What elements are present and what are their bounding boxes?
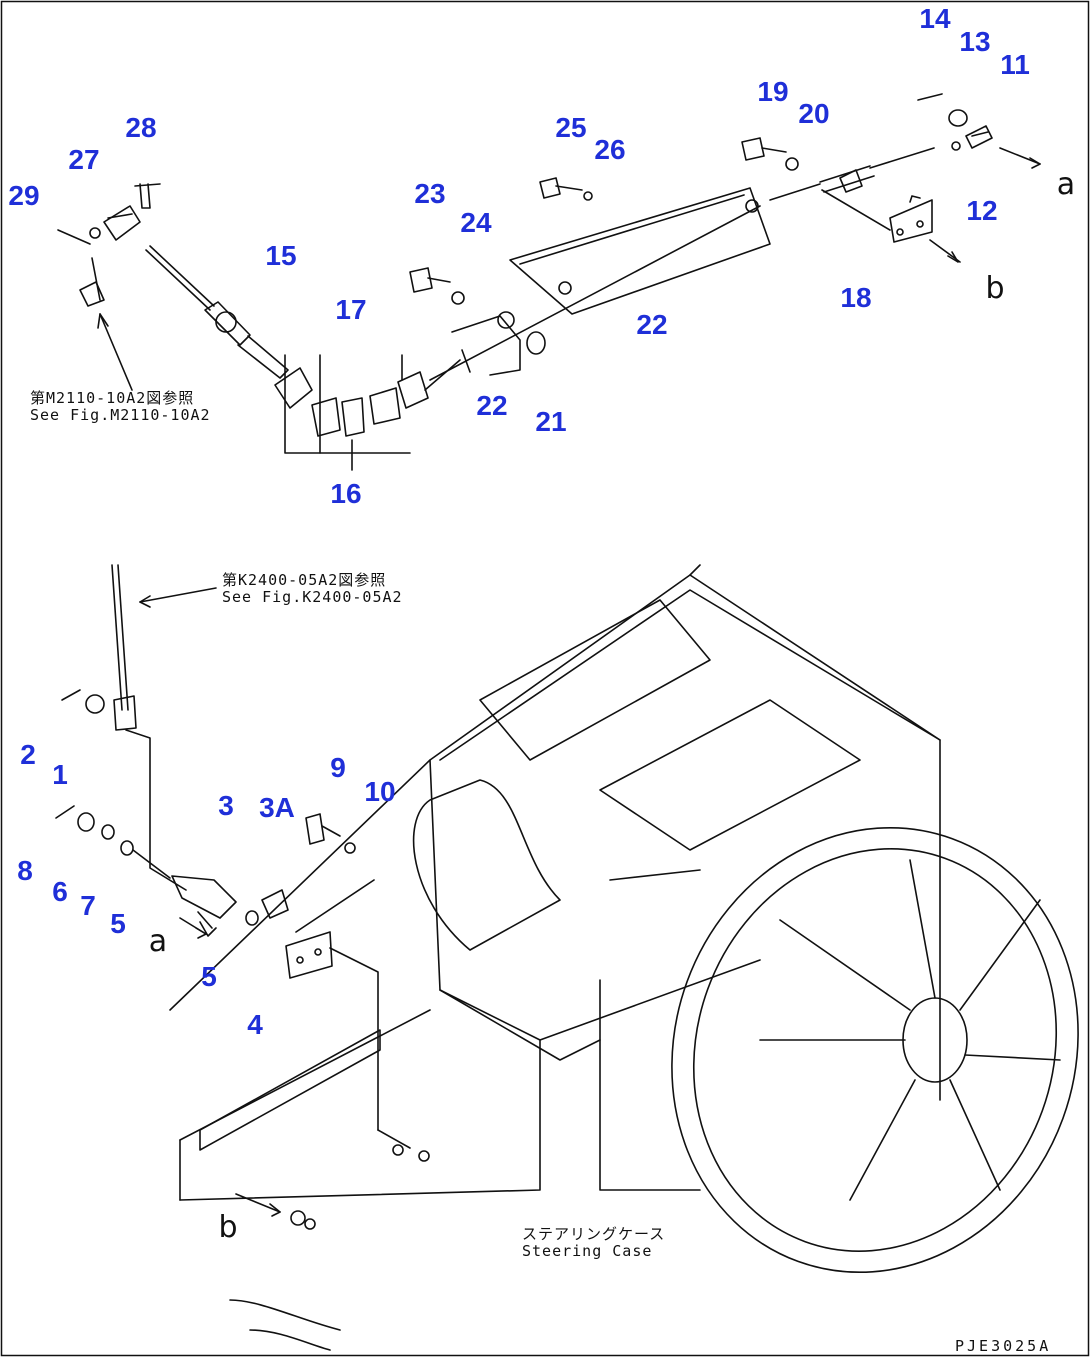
part-28-pin [134, 183, 161, 209]
part-25-bolt [539, 177, 583, 199]
callout-27: 27 [68, 144, 100, 175]
part-rod-upper [111, 564, 217, 891]
part-29-pin [57, 227, 101, 245]
part-13-nut [948, 109, 968, 127]
callout-6: 6 [52, 876, 68, 907]
part-15-cable-end [145, 245, 289, 379]
callout-11: 11 [1000, 49, 1030, 80]
part-19-bolt [741, 137, 787, 161]
callout-5-left: 5 [110, 908, 126, 939]
mid-reference-note: 第K2400-05A2図参照 See Fig.K2400-05A2 [222, 571, 403, 607]
part-14-pin [917, 93, 943, 101]
callout-5-right: 5 [201, 961, 217, 992]
callout-2: 2 [20, 739, 36, 770]
callout-29: 29 [8, 180, 40, 211]
top-reference-note: 第M2110-10A2図参照 See Fig.M2110-10A2 [30, 389, 211, 425]
part-15-cable-fitting [819, 147, 935, 193]
callout-23: 23 [414, 178, 446, 209]
part-18-bracket [821, 189, 961, 263]
part-1-nut [85, 694, 105, 714]
part-5-bushing-right [245, 910, 259, 926]
part-24-washer [451, 291, 465, 305]
callout-28: 28 [125, 112, 157, 143]
part-20-washer [785, 157, 799, 171]
part-15-cable-run [429, 183, 821, 381]
callout-16: 16 [330, 478, 362, 509]
mid-reference-jp: 第K2400-05A2図参照 [222, 571, 387, 589]
top-reference-en: See Fig.M2110-10A2 [30, 406, 211, 425]
part-3-lever [171, 875, 237, 939]
callout-20: 20 [798, 98, 830, 129]
steering-case-jp: ステアリングケース [522, 1225, 666, 1243]
callout-22-upper: 22 [636, 309, 668, 340]
part-12-washer [951, 141, 961, 151]
marker-b-bottom: b [218, 1210, 238, 1245]
part-23-bolt [409, 267, 451, 293]
ref-leader-top [97, 313, 133, 391]
callout-3: 3 [218, 790, 234, 821]
part-9-bolt [305, 813, 341, 845]
callout-3a: 3A [259, 792, 295, 823]
callout-4: 4 [247, 1009, 263, 1040]
mid-reference-en: See Fig.K2400-05A2 [222, 588, 403, 607]
part-8-pin [55, 805, 75, 819]
callout-15: 15 [265, 240, 297, 271]
callout-7: 7 [80, 890, 96, 921]
part-21-bushing [526, 331, 546, 355]
part-27-yoke [79, 205, 141, 307]
part-6-nut [77, 812, 95, 832]
callout-21: 21 [535, 406, 567, 437]
steering-case-flange [671, 826, 1079, 1274]
callout-22-lower: 22 [476, 390, 508, 421]
part-11-clevis [965, 125, 1041, 169]
callout-24: 24 [460, 207, 492, 238]
steering-case-label: ステアリングケース Steering Case [522, 1225, 666, 1261]
top-reference-jp: 第M2110-10A2図参照 [30, 389, 195, 407]
steering-case [169, 564, 941, 1351]
part-22-bracket-lower [451, 311, 521, 376]
part-b-fitting [235, 1193, 316, 1230]
marker-a-top: a [1056, 167, 1076, 202]
callout-25: 25 [555, 112, 587, 143]
part-3a-ball-joint [261, 889, 289, 919]
callout-8: 8 [17, 855, 33, 886]
callout-17: 17 [335, 294, 367, 325]
part-2-pin [61, 689, 81, 701]
marker-b-top: b [985, 271, 1005, 306]
callout-9: 9 [330, 752, 346, 783]
part-22-cover-plate [509, 187, 771, 315]
callout-13: 13 [959, 26, 991, 57]
callout-18: 18 [840, 282, 872, 313]
marker-a-bottom: a [148, 924, 168, 959]
callout-1: 1 [52, 759, 68, 790]
part-7-washer [101, 824, 115, 840]
part-10-washer [344, 842, 356, 854]
part-4-bracket [285, 879, 430, 1162]
callout-10: 10 [364, 776, 396, 807]
part-5-bushing-left [120, 840, 171, 879]
steering-case-en: Steering Case [522, 1242, 653, 1261]
callout-19: 19 [757, 76, 789, 107]
part-26-washer [583, 191, 593, 201]
callout-26: 26 [594, 134, 626, 165]
part-16-clamp-set [274, 354, 461, 471]
figure-code: PJE3025A [955, 1337, 1052, 1355]
callout-14: 14 [919, 3, 951, 34]
callout-12: 12 [966, 195, 998, 226]
